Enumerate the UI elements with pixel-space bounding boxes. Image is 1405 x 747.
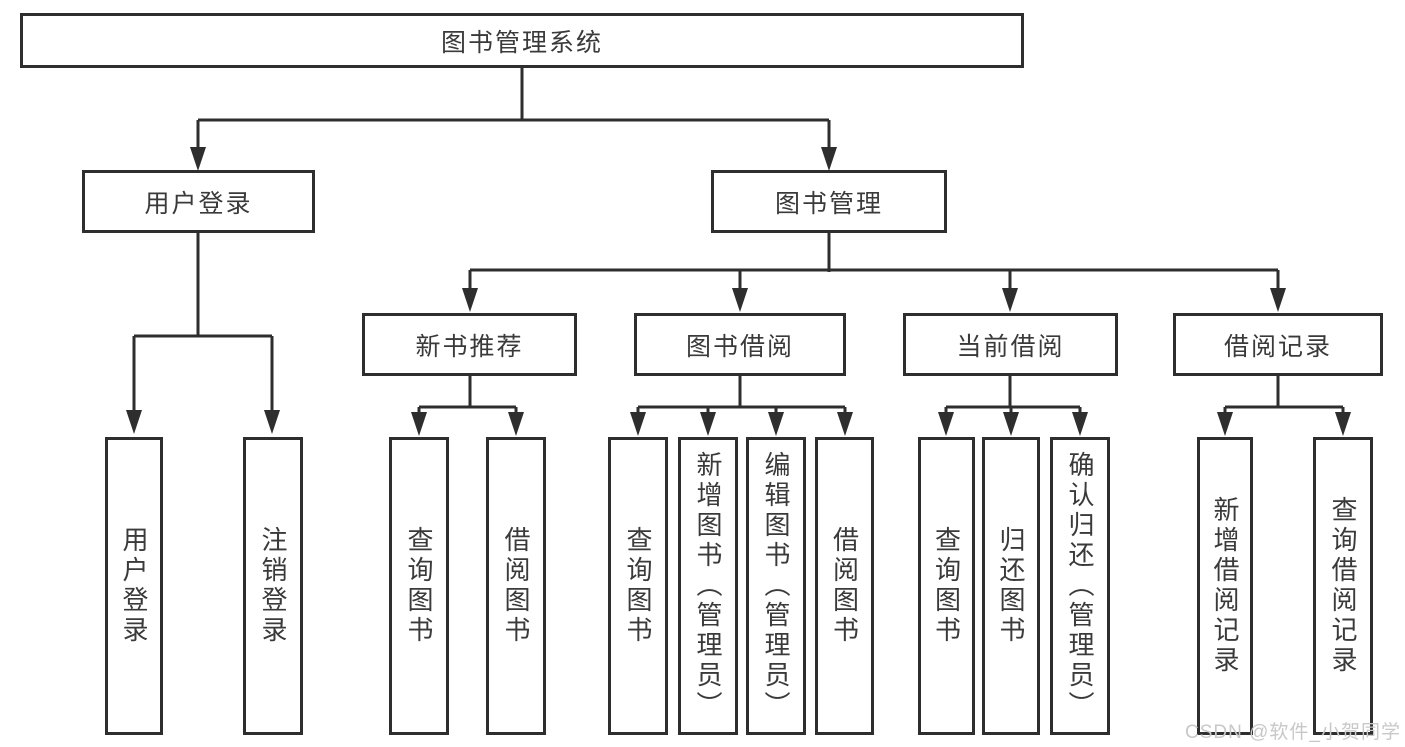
- node-borrowing-records-label: 借阅记录: [1223, 332, 1332, 361]
- leaf-add-borrow-record-label: 新增借阅记录: [1210, 496, 1240, 676]
- arrowhead: [411, 412, 427, 436]
- leaf-add-book-admin-label: 新增图书（管理员）: [693, 451, 723, 721]
- arrowhead: [837, 412, 853, 436]
- arrowhead: [1217, 412, 1233, 436]
- node-book-management-label: 图书管理: [774, 189, 883, 218]
- node-user-login-label: 用户登录: [144, 189, 253, 218]
- arrowhead: [1335, 412, 1351, 436]
- node-library-system-label: 图书管理系统: [440, 28, 603, 57]
- arrowhead: [732, 288, 748, 312]
- arrowhead: [1072, 412, 1088, 436]
- leaf-user-login-label: 用户登录: [119, 526, 149, 646]
- leaf-return-books-label: 归还图书: [996, 526, 1026, 646]
- leaf-logout: 注销登录: [243, 437, 303, 735]
- leaf-query-books-current: 查询图书: [918, 437, 975, 735]
- arrowhead: [264, 410, 280, 434]
- leaf-borrow-books-recommend-label: 借阅图书: [501, 526, 531, 646]
- arrowhead: [462, 288, 478, 312]
- arrowhead: [768, 412, 784, 436]
- arrowhead: [508, 412, 524, 436]
- leaf-query-borrow-record: 查询借阅记录: [1313, 437, 1373, 735]
- arrowhead: [821, 147, 837, 171]
- leaf-logout-label: 注销登录: [258, 526, 288, 646]
- node-new-book-recommend-label: 新书推荐: [415, 332, 524, 361]
- node-library-system: 图书管理系统: [20, 13, 1024, 68]
- leaf-borrow-books: 借阅图书: [815, 437, 874, 735]
- leaf-query-books-recommend: 查询图书: [389, 437, 449, 735]
- leaf-query-books-current-label: 查询图书: [931, 526, 962, 646]
- node-current-borrowing: 当前借阅: [903, 313, 1118, 376]
- node-book-management: 图书管理: [711, 170, 947, 233]
- node-book-borrowing-label: 图书借阅: [685, 332, 794, 361]
- leaf-borrow-books-label: 借阅图书: [829, 526, 860, 646]
- leaf-query-borrow-record-label: 查询借阅记录: [1328, 496, 1358, 676]
- node-borrowing-records: 借阅记录: [1173, 313, 1383, 376]
- node-current-borrowing-label: 当前借阅: [956, 332, 1065, 361]
- leaf-borrow-books-recommend: 借阅图书: [486, 437, 546, 735]
- leaf-confirm-return-admin: 确认归还（管理员）: [1050, 437, 1110, 735]
- arrowhead: [1270, 288, 1286, 312]
- leaf-add-book-admin: 新增图书（管理员）: [678, 437, 738, 735]
- leaf-confirm-return-admin-label: 确认归还（管理员）: [1065, 451, 1095, 721]
- node-user-login: 用户登录: [82, 170, 315, 233]
- node-book-borrowing: 图书借阅: [634, 313, 846, 376]
- leaf-add-borrow-record: 新增借阅记录: [1197, 437, 1253, 735]
- arrowhead: [630, 412, 646, 436]
- arrowhead: [126, 410, 142, 434]
- leaf-edit-book-admin-label: 编辑图书（管理员）: [761, 451, 791, 721]
- arrowhead: [1003, 412, 1019, 436]
- leaf-query-books-borrowing-label: 查询图书: [623, 526, 653, 646]
- arrowhead: [700, 412, 716, 436]
- csdn-watermark: CSDN @软件_小贺同学: [1185, 722, 1401, 743]
- arrowhead: [938, 412, 954, 436]
- leaf-query-books-borrowing: 查询图书: [608, 437, 668, 735]
- node-new-book-recommend: 新书推荐: [362, 313, 577, 376]
- leaf-user-login: 用户登录: [105, 437, 163, 735]
- leaf-return-books: 归还图书: [982, 437, 1040, 735]
- leaf-query-books-recommend-label: 查询图书: [404, 526, 434, 646]
- arrowhead: [1002, 288, 1018, 312]
- arrowhead: [190, 147, 206, 171]
- leaf-edit-book-admin: 编辑图书（管理员）: [746, 437, 806, 735]
